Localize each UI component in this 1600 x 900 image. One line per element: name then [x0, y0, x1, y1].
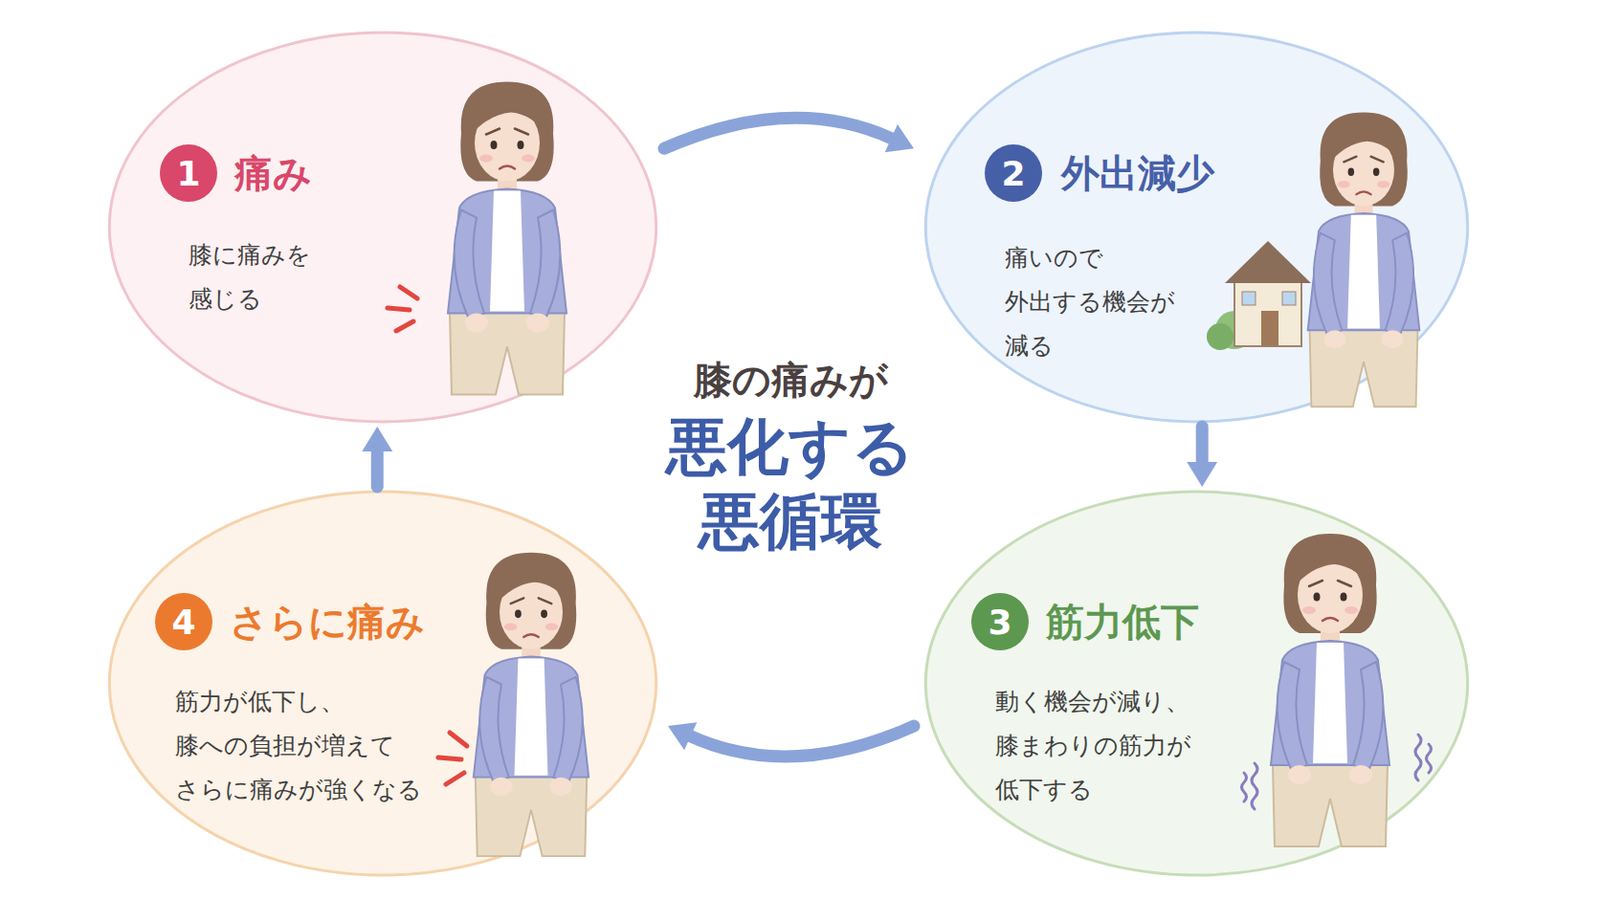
- cycle-step-ellipse: 筋力低下動く機会が減り、 膝まわりの筋力が 低下する 3: [923, 489, 1470, 878]
- step-number: 1: [176, 154, 200, 194]
- arrow-line: [690, 726, 914, 757]
- ellipse-outline: [107, 489, 659, 878]
- step-description: 動く機会が減り、 膝まわりの筋力が 低下する: [995, 680, 1208, 813]
- ellipse-shape: [925, 32, 1467, 423]
- ellipse-outline: [107, 30, 659, 424]
- arrow-line: [664, 117, 891, 149]
- cycle-arrow: [667, 722, 914, 757]
- step-description: 痛いので 外出する機会が 減る: [1004, 236, 1197, 369]
- ellipse-shape: [109, 491, 656, 876]
- cycle-step-ellipse: さらに痛み筋力が低下し、 膝への負担が増えて さらに痛みが強くなる 4: [107, 489, 659, 878]
- step-heading: 痛み: [234, 146, 312, 200]
- arrow-line: [371, 451, 384, 488]
- arrow-head: [667, 722, 697, 751]
- arrow-line: [1196, 426, 1209, 463]
- step-heading: 外出減少: [1061, 146, 1215, 200]
- step-description: 膝に痛みを 感じる: [188, 233, 333, 322]
- arrow-head: [1186, 462, 1218, 488]
- ellipse-shape: [925, 491, 1467, 876]
- step-heading: さらに痛み: [229, 595, 425, 649]
- step-number: 2: [1000, 154, 1025, 194]
- step-number: 4: [171, 602, 196, 643]
- ellipse-outline: [923, 489, 1470, 878]
- ellipse-shape: [109, 32, 656, 423]
- arrow-head: [885, 124, 914, 153]
- cycle-step-ellipse: 痛み膝に痛みを 感じる 1: [107, 30, 659, 424]
- step-number-badge: 2: [984, 144, 1043, 202]
- step-number-badge: 3: [971, 593, 1029, 651]
- diagram-title: 膝の痛みが 悪化する 悪循環: [646, 334, 934, 559]
- step-number-badge: 1: [159, 144, 218, 202]
- cycle-arrow: [361, 426, 393, 488]
- cycle-step-ellipse: 外出減少痛いので 外出する機会が 減る 2: [923, 30, 1470, 424]
- arrow-head: [361, 426, 393, 452]
- ellipse-outline: [923, 30, 1470, 424]
- step-description: 筋力が低下し、 膝への負担が増えて さらに痛みが強くなる: [175, 680, 434, 813]
- cycle-arrow: [664, 117, 914, 153]
- step-number: 3: [987, 602, 1012, 643]
- step-heading: 筋力低下: [1045, 595, 1200, 649]
- cycle-arrow: [1186, 426, 1218, 488]
- step-number-badge: 4: [155, 593, 213, 651]
